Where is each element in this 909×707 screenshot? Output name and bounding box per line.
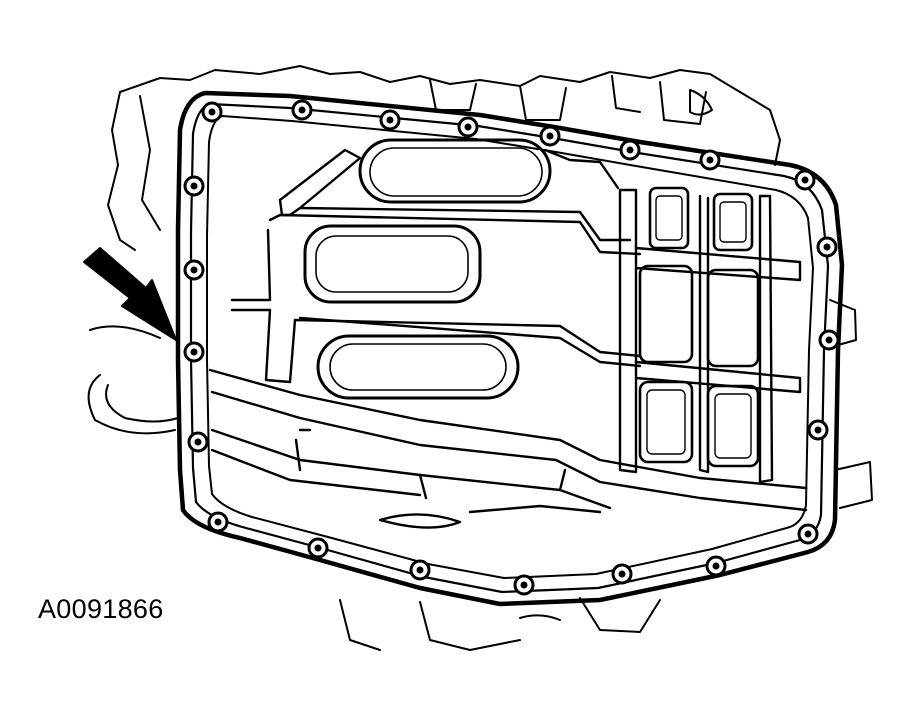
pan-ribs <box>208 148 808 529</box>
bolt-icon <box>207 511 229 533</box>
bolt-icon <box>379 109 401 131</box>
bolt-icon <box>457 116 479 138</box>
bolt-icon <box>807 419 829 441</box>
bolt-icon <box>291 99 313 121</box>
bolt-icon <box>797 523 819 545</box>
pan-pads <box>303 138 552 400</box>
pan-pockets <box>638 186 760 468</box>
transmission-housing <box>87 65 873 651</box>
bolt-icon <box>818 329 840 351</box>
bolt-icon <box>611 563 633 585</box>
pan-bolts <box>183 99 840 596</box>
bolt-icon <box>699 149 721 171</box>
pan-flange <box>175 90 845 607</box>
bolt-icon <box>183 259 205 281</box>
bolt-icon <box>513 574 535 596</box>
bolt-icon <box>619 139 641 161</box>
bolt-icon <box>183 175 205 197</box>
bolt-icon <box>183 341 205 363</box>
bolt-icon <box>201 101 223 123</box>
bolt-icon <box>794 169 816 191</box>
bolt-icon <box>307 537 329 559</box>
figure-code: A0091866 <box>38 594 164 624</box>
bolt-icon <box>705 555 727 577</box>
bolt-icon <box>816 236 838 258</box>
bolt-icon <box>539 125 561 147</box>
bolt-icon <box>409 559 431 581</box>
bolt-icon <box>187 431 209 453</box>
arrow-icon <box>83 247 177 341</box>
